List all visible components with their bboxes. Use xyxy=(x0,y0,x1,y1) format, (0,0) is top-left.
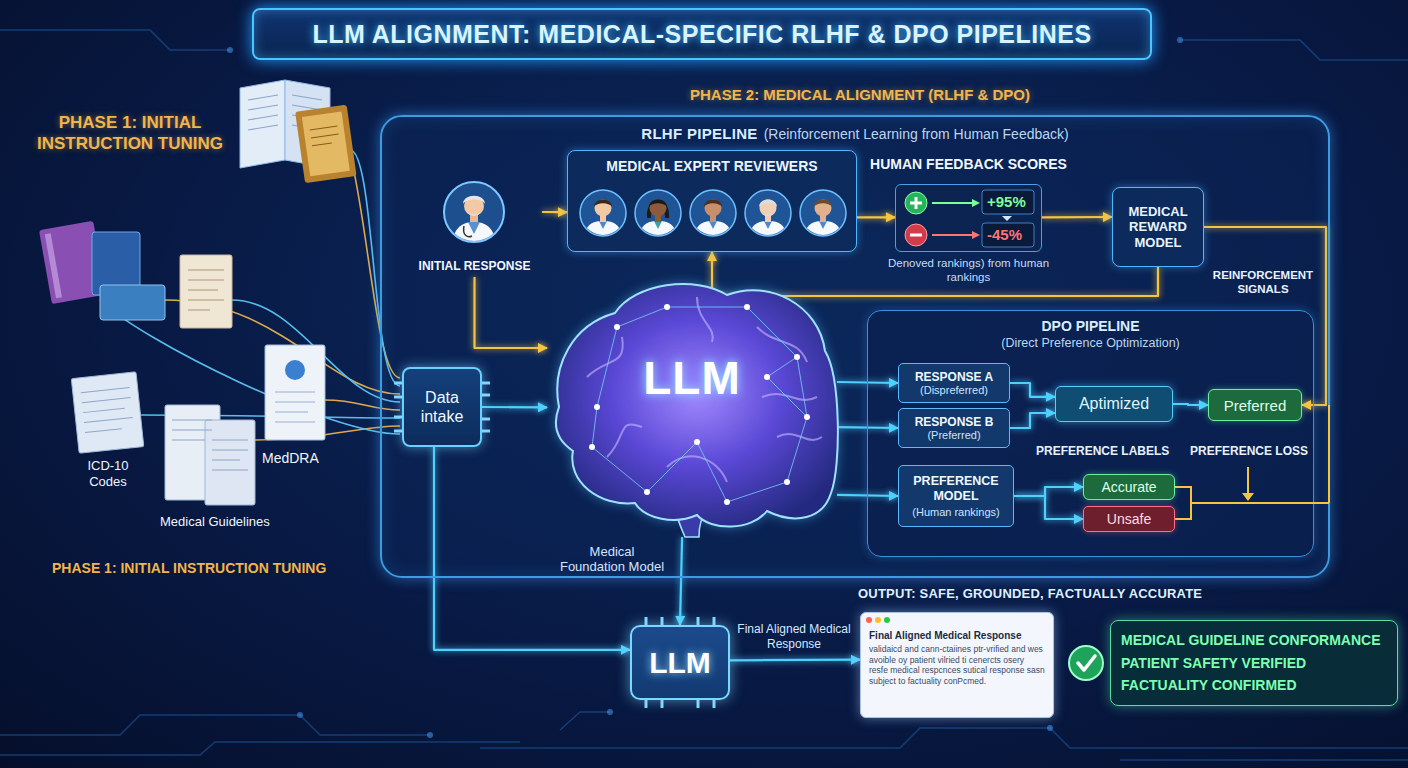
node-text: MEDICAL GUIDELINE CONFORMANCE xyxy=(1121,629,1381,651)
flow-arrow xyxy=(542,211,567,213)
header-row: DPO PIPELINE (Direct Preference Optimizat… xyxy=(868,318,1313,350)
flow-arrow xyxy=(730,659,860,662)
reviewer-box: MEDICAL EXPERT REVIEWERS xyxy=(567,150,857,252)
title-banner: LLM ALIGNMENT: MEDICAL-SPECIFIC RLHF & D… xyxy=(252,8,1152,60)
doctor-node: INITIAL RESPONSE xyxy=(407,180,542,277)
section-label: PREFERENCE LOSS xyxy=(1190,444,1308,458)
node-text: RESPONSE A xyxy=(915,370,993,384)
node-text: Denoved rankings) from human rankings xyxy=(884,257,1054,285)
section-label: PREFERENCE LABELS xyxy=(1036,444,1169,458)
header-row: RLHF PIPELINE (Reinforcement Learning fro… xyxy=(382,125,1328,142)
pipeline-panel: RLHF PIPELINE (Reinforcement Learning fro… xyxy=(380,115,1330,578)
node-text: (Reinforcement Learning from Human Feedb… xyxy=(764,126,1069,142)
node-text: PATIENT SAFETY VERIFIED xyxy=(1121,652,1306,674)
flow-arrow xyxy=(1173,404,1208,405)
chip-box: LLM xyxy=(630,625,730,700)
flow-arrow xyxy=(1010,413,1055,428)
node-text: HUMAN FEEDBACK SCORES xyxy=(870,156,1067,172)
edge-label: Final Aligned Medical Response xyxy=(736,622,852,652)
flow-arrow xyxy=(680,537,682,625)
node-text: INITIAL RESPONSE xyxy=(419,259,531,273)
node-text: FACTUALITY CONFIRMED xyxy=(1121,674,1297,696)
preference-model-box: PREFERENCE MODEL (Human rankings) xyxy=(898,465,1014,527)
node-text: (Dispreferred) xyxy=(920,384,988,396)
response-box: RESPONSE B(Preferred) xyxy=(898,408,1010,448)
node-text: (Direct Preference Optimization) xyxy=(1001,336,1180,350)
node-text: Final Aligned Medical Response xyxy=(869,630,1021,641)
window-dots xyxy=(861,613,1053,629)
output-heading: OUTPUT: SAFE, GROUNDED, FACTUALLY ACCURA… xyxy=(858,586,1202,601)
node-text: +95% xyxy=(987,193,1026,210)
preferred-box: Preferred xyxy=(1208,389,1302,421)
node-text: validaicd and cann-ctaiines ptr-vrified … xyxy=(869,644,1045,687)
doctor-icon xyxy=(442,180,506,244)
node-text: Preferred xyxy=(1224,397,1287,414)
flow-arrow xyxy=(1204,227,1326,405)
flow-arrow xyxy=(1014,496,1083,519)
response-card: Final Aligned Medical Response validaicd … xyxy=(860,612,1054,718)
dpo-panel: DPO PIPELINE (Direct Preference Optimizat… xyxy=(867,310,1314,557)
flow-arrow xyxy=(475,277,548,348)
flow-arrow xyxy=(1014,487,1083,496)
phase-heading: PHASE 1: INITIAL INSTRUCTION TUNING xyxy=(52,560,326,576)
node-text: DPO PIPELINE xyxy=(1041,318,1139,334)
phase-heading: PHASE 2: MEDICAL ALIGNMENT (RLHF & DPO) xyxy=(690,86,1030,103)
edge-label: REINFORCEMENT SIGNALS xyxy=(1206,268,1320,297)
node-text: Medical Foundation Model xyxy=(557,544,667,575)
node-text: PREFERENCE MODEL xyxy=(902,474,1010,504)
score-box: HUMAN FEEDBACK SCORES+95%-45%Denoved ran… xyxy=(895,184,1042,252)
chip-box: Data intake xyxy=(402,367,482,447)
checklist-box: MEDICAL GUIDELINE CONFORMANCEPATIENT SAF… xyxy=(1110,620,1398,706)
flow-arrow xyxy=(482,406,547,409)
response-box: RESPONSE A(Dispreferred) xyxy=(898,363,1010,403)
node-text: LLM xyxy=(649,646,711,680)
node-text: -45% xyxy=(987,226,1022,243)
node-text: (Human rankings) xyxy=(912,506,999,518)
reward-model-box: MEDICAL REWARD MODEL xyxy=(1112,187,1204,267)
node-text: LLM xyxy=(643,351,741,405)
node-text: MEDICAL EXPERT REVIEWERS xyxy=(606,158,817,174)
flow-arrow xyxy=(712,252,1158,296)
label-box-unsafe: Unsafe xyxy=(1083,506,1175,532)
node-text: Accurate xyxy=(1101,479,1156,495)
source-label: Medical Guidelines xyxy=(160,514,270,529)
node-text: (Preferred) xyxy=(927,429,980,441)
phase-heading: PHASE 1: INITIAL INSTRUCTION TUNING xyxy=(30,112,230,155)
flow-arrow xyxy=(1010,383,1055,397)
node-text: Data intake xyxy=(404,388,480,426)
node-text: Aptimized xyxy=(1079,395,1149,413)
flow-arrow xyxy=(857,216,895,218)
node-text: Unsafe xyxy=(1107,511,1151,527)
optimizer-box: Aptimized xyxy=(1055,386,1173,422)
flow-arrow xyxy=(1042,216,1112,219)
node-text: RLHF PIPELINE xyxy=(641,125,757,142)
node-text: RESPONSE B xyxy=(915,415,994,429)
brain-model: LLMMedical Foundation Model xyxy=(547,267,837,537)
source-label: ICD-10 Codes xyxy=(70,458,146,489)
node-text: MEDICAL REWARD MODEL xyxy=(1113,204,1203,251)
label-box-accurate: Accurate xyxy=(1083,474,1175,500)
chip-pins xyxy=(404,369,480,445)
source-label: MedDRA xyxy=(262,450,319,466)
